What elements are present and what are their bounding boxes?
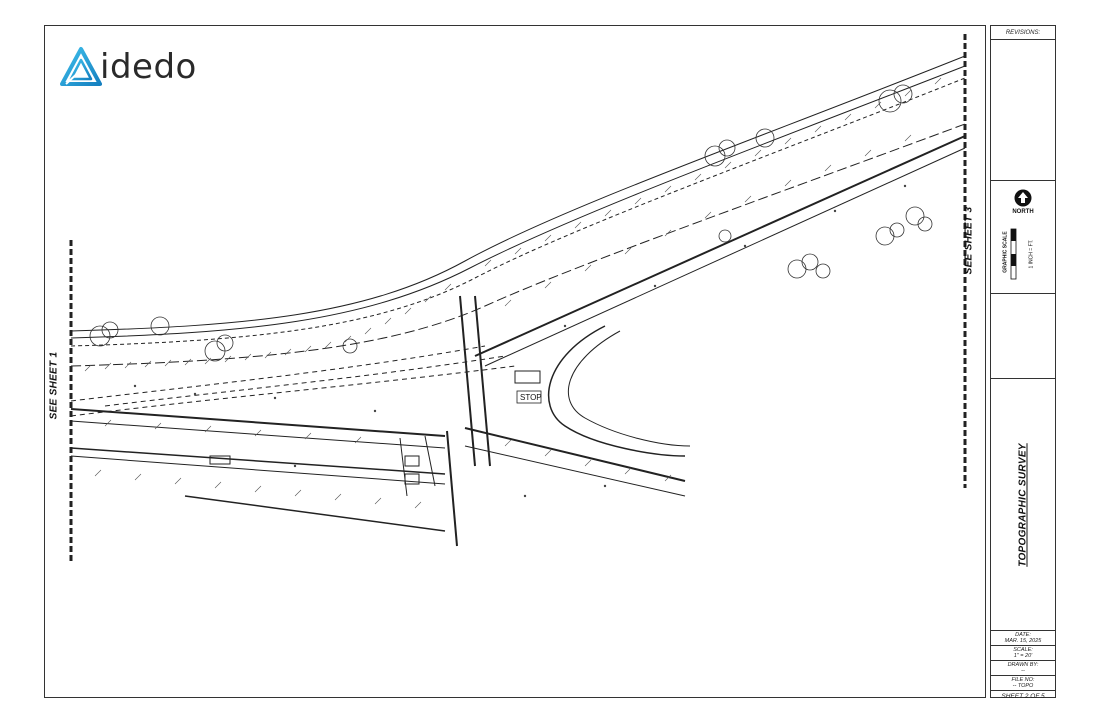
aidedo-triangle-logo-icon xyxy=(60,47,102,86)
sheet-title: TOPOGRAPHIC SURVEY xyxy=(1017,442,1029,567)
south-road-edge-2 xyxy=(70,420,446,449)
road-edge-south-main xyxy=(474,135,966,357)
topographic-survey-drawing xyxy=(69,34,967,562)
road-edge-south-2 xyxy=(484,147,966,367)
drawn-by-row: DRAWN BY: -- xyxy=(991,661,1055,676)
sheet-meta-panel: DATE: MAR. 15, 2025 SCALE: 1" = 20' DRAW… xyxy=(991,631,1055,700)
stop-sign-label: STOP xyxy=(520,393,542,402)
revisions-label: REVISIONS: xyxy=(991,26,1055,40)
curved-street-edge-2 xyxy=(568,330,691,447)
south-road-edge-4 xyxy=(70,455,446,485)
road-edge-north-3 xyxy=(70,77,966,347)
sheet-title-panel: TOPOGRAPHIC SURVEY xyxy=(991,379,1055,631)
graphic-scale: GRAPHIC SCALE 1 INCH = FT. xyxy=(1003,221,1045,287)
turn-lane-1 xyxy=(70,345,486,402)
south-road-edge-1 xyxy=(70,408,446,437)
sheet-number: SHEET 2 OF 5 xyxy=(1001,693,1045,700)
blank-panel xyxy=(991,294,1055,379)
road-edge-north-2 xyxy=(70,65,966,339)
north-label: NORTH xyxy=(1012,209,1034,215)
turn-lane-2 xyxy=(104,355,506,407)
north-arrow-icon xyxy=(1014,189,1032,207)
road-centerline xyxy=(70,123,966,367)
south-road-edge-3 xyxy=(70,447,446,475)
revisions-panel: REVISIONS: xyxy=(991,26,1055,181)
file-no-row: FILE NO: -- TOPO xyxy=(991,676,1055,691)
date-row: DATE: MAR. 15, 2025 xyxy=(991,631,1055,646)
north-scale-panel: NORTH GRAPHIC SCALE 1 INCH = FT. xyxy=(991,181,1055,294)
side-street-edge-1 xyxy=(464,427,686,482)
curved-street-edge-1 xyxy=(547,325,686,457)
road-edge-north-1 xyxy=(70,55,966,332)
scale-unit-label: 1 INCH = FT. xyxy=(1028,239,1035,269)
logo-wordmark: idedo xyxy=(100,47,197,87)
turn-lane-3 xyxy=(70,365,516,417)
title-block: REVISIONS: NORTH GRAPHIC SCALE 1 INCH = … xyxy=(990,25,1056,700)
side-street-edge-2 xyxy=(464,445,686,497)
drawing-sheet-frame xyxy=(44,25,986,698)
stop-sign-symbol xyxy=(516,390,542,404)
scale-bar-icon xyxy=(1010,228,1017,280)
match-line-label-left: SEE SHEET 1 xyxy=(48,351,60,420)
company-logo: idedo xyxy=(60,42,197,92)
scale-row: SCALE: 1" = 20' xyxy=(991,646,1055,661)
curb-line xyxy=(184,495,446,532)
match-line-label-right: SEE SHEET 3 xyxy=(963,206,975,275)
